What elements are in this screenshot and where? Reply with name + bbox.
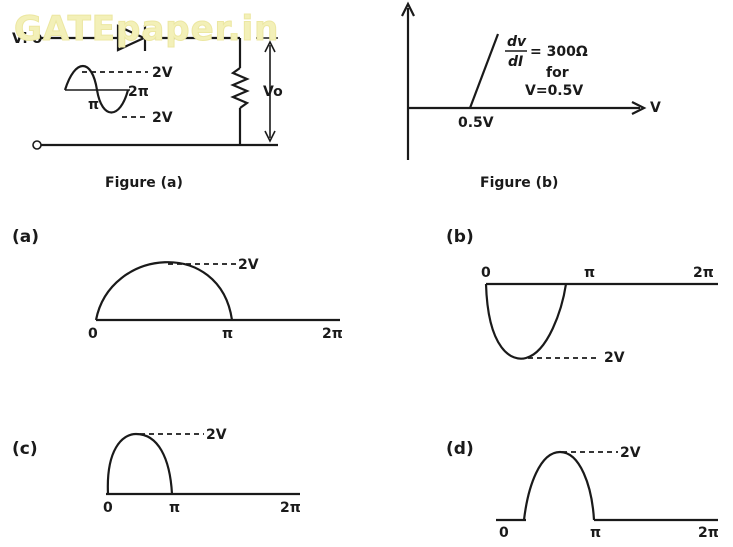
resistor — [230, 67, 250, 109]
two-pi-label: 2π — [128, 84, 149, 100]
vo-arrow-head-top — [264, 40, 276, 53]
option-b-label: (b) — [446, 227, 474, 247]
figure-a-circuit: Vo Vi o 2V 2V π 2π — [12, 24, 283, 150]
option-b-origin: 0 — [481, 265, 491, 281]
voltage-axis-arrow — [631, 101, 647, 115]
ground-terminal — [32, 140, 42, 150]
option-d-pi: π — [590, 525, 601, 541]
option-d-two-pi: 2π — [698, 525, 719, 541]
trough-label: 2V — [152, 110, 173, 126]
option-b-pi: π — [584, 265, 595, 281]
voltage-axis-label: V — [650, 100, 661, 116]
option-a-origin: 0 — [88, 326, 98, 342]
figure-b-characteristic: V 0.5V dv dI = 300Ω for V=0.5V — [401, 1, 661, 160]
vo-arrow-head-bottom — [264, 130, 276, 143]
option-d-peak-label: 2V — [620, 445, 641, 461]
option-d-origin: 0 — [499, 525, 509, 541]
characteristic-line — [468, 33, 500, 109]
option-a-peak-label: 2V — [238, 257, 259, 273]
condition-label: V=0.5V — [525, 83, 583, 99]
option-c-waveform — [106, 432, 174, 495]
option-a-waveform — [94, 261, 234, 321]
for-label: for — [546, 65, 569, 81]
option-b-peak-label: 2V — [604, 350, 625, 366]
slope-denominator: dI — [508, 54, 523, 70]
option-a-pi: π — [222, 326, 233, 342]
figure-a-caption: Figure (a) — [105, 175, 183, 191]
option-c[interactable]: (c) 2V 0 π 2π — [12, 427, 301, 516]
option-c-label: (c) — [12, 439, 38, 459]
option-d-label: (d) — [446, 439, 474, 459]
option-b[interactable]: (b) 2V 0 π 2π — [446, 227, 718, 366]
option-b-two-pi: 2π — [693, 265, 714, 281]
slope-value: = 300Ω — [530, 44, 588, 60]
figure-b-caption: Figure (b) — [480, 175, 558, 191]
option-c-origin: 0 — [103, 500, 113, 516]
slope-numerator: dv — [507, 34, 527, 50]
watermark: GATEpaper.in — [14, 9, 279, 49]
output-label: Vo — [263, 84, 283, 100]
option-c-pi: π — [169, 500, 180, 516]
option-c-peak-label: 2V — [206, 427, 227, 443]
diode-triangle — [116, 24, 147, 52]
pi-label: π — [88, 97, 99, 113]
knee-voltage-label: 0.5V — [458, 115, 494, 131]
option-c-two-pi: 2π — [280, 500, 301, 516]
peak-label: 2V — [152, 65, 173, 81]
current-axis-arrow — [401, 1, 415, 17]
option-a[interactable]: (a) 2V 0 π 2π — [12, 227, 343, 342]
option-d-waveform — [522, 450, 596, 521]
option-a-two-pi: 2π — [322, 326, 343, 342]
option-a-label: (a) — [12, 227, 39, 247]
option-d[interactable]: (d) 2V 0 π 2π — [446, 439, 719, 541]
option-b-waveform — [484, 283, 568, 360]
input-label: Vi o — [12, 31, 42, 47]
